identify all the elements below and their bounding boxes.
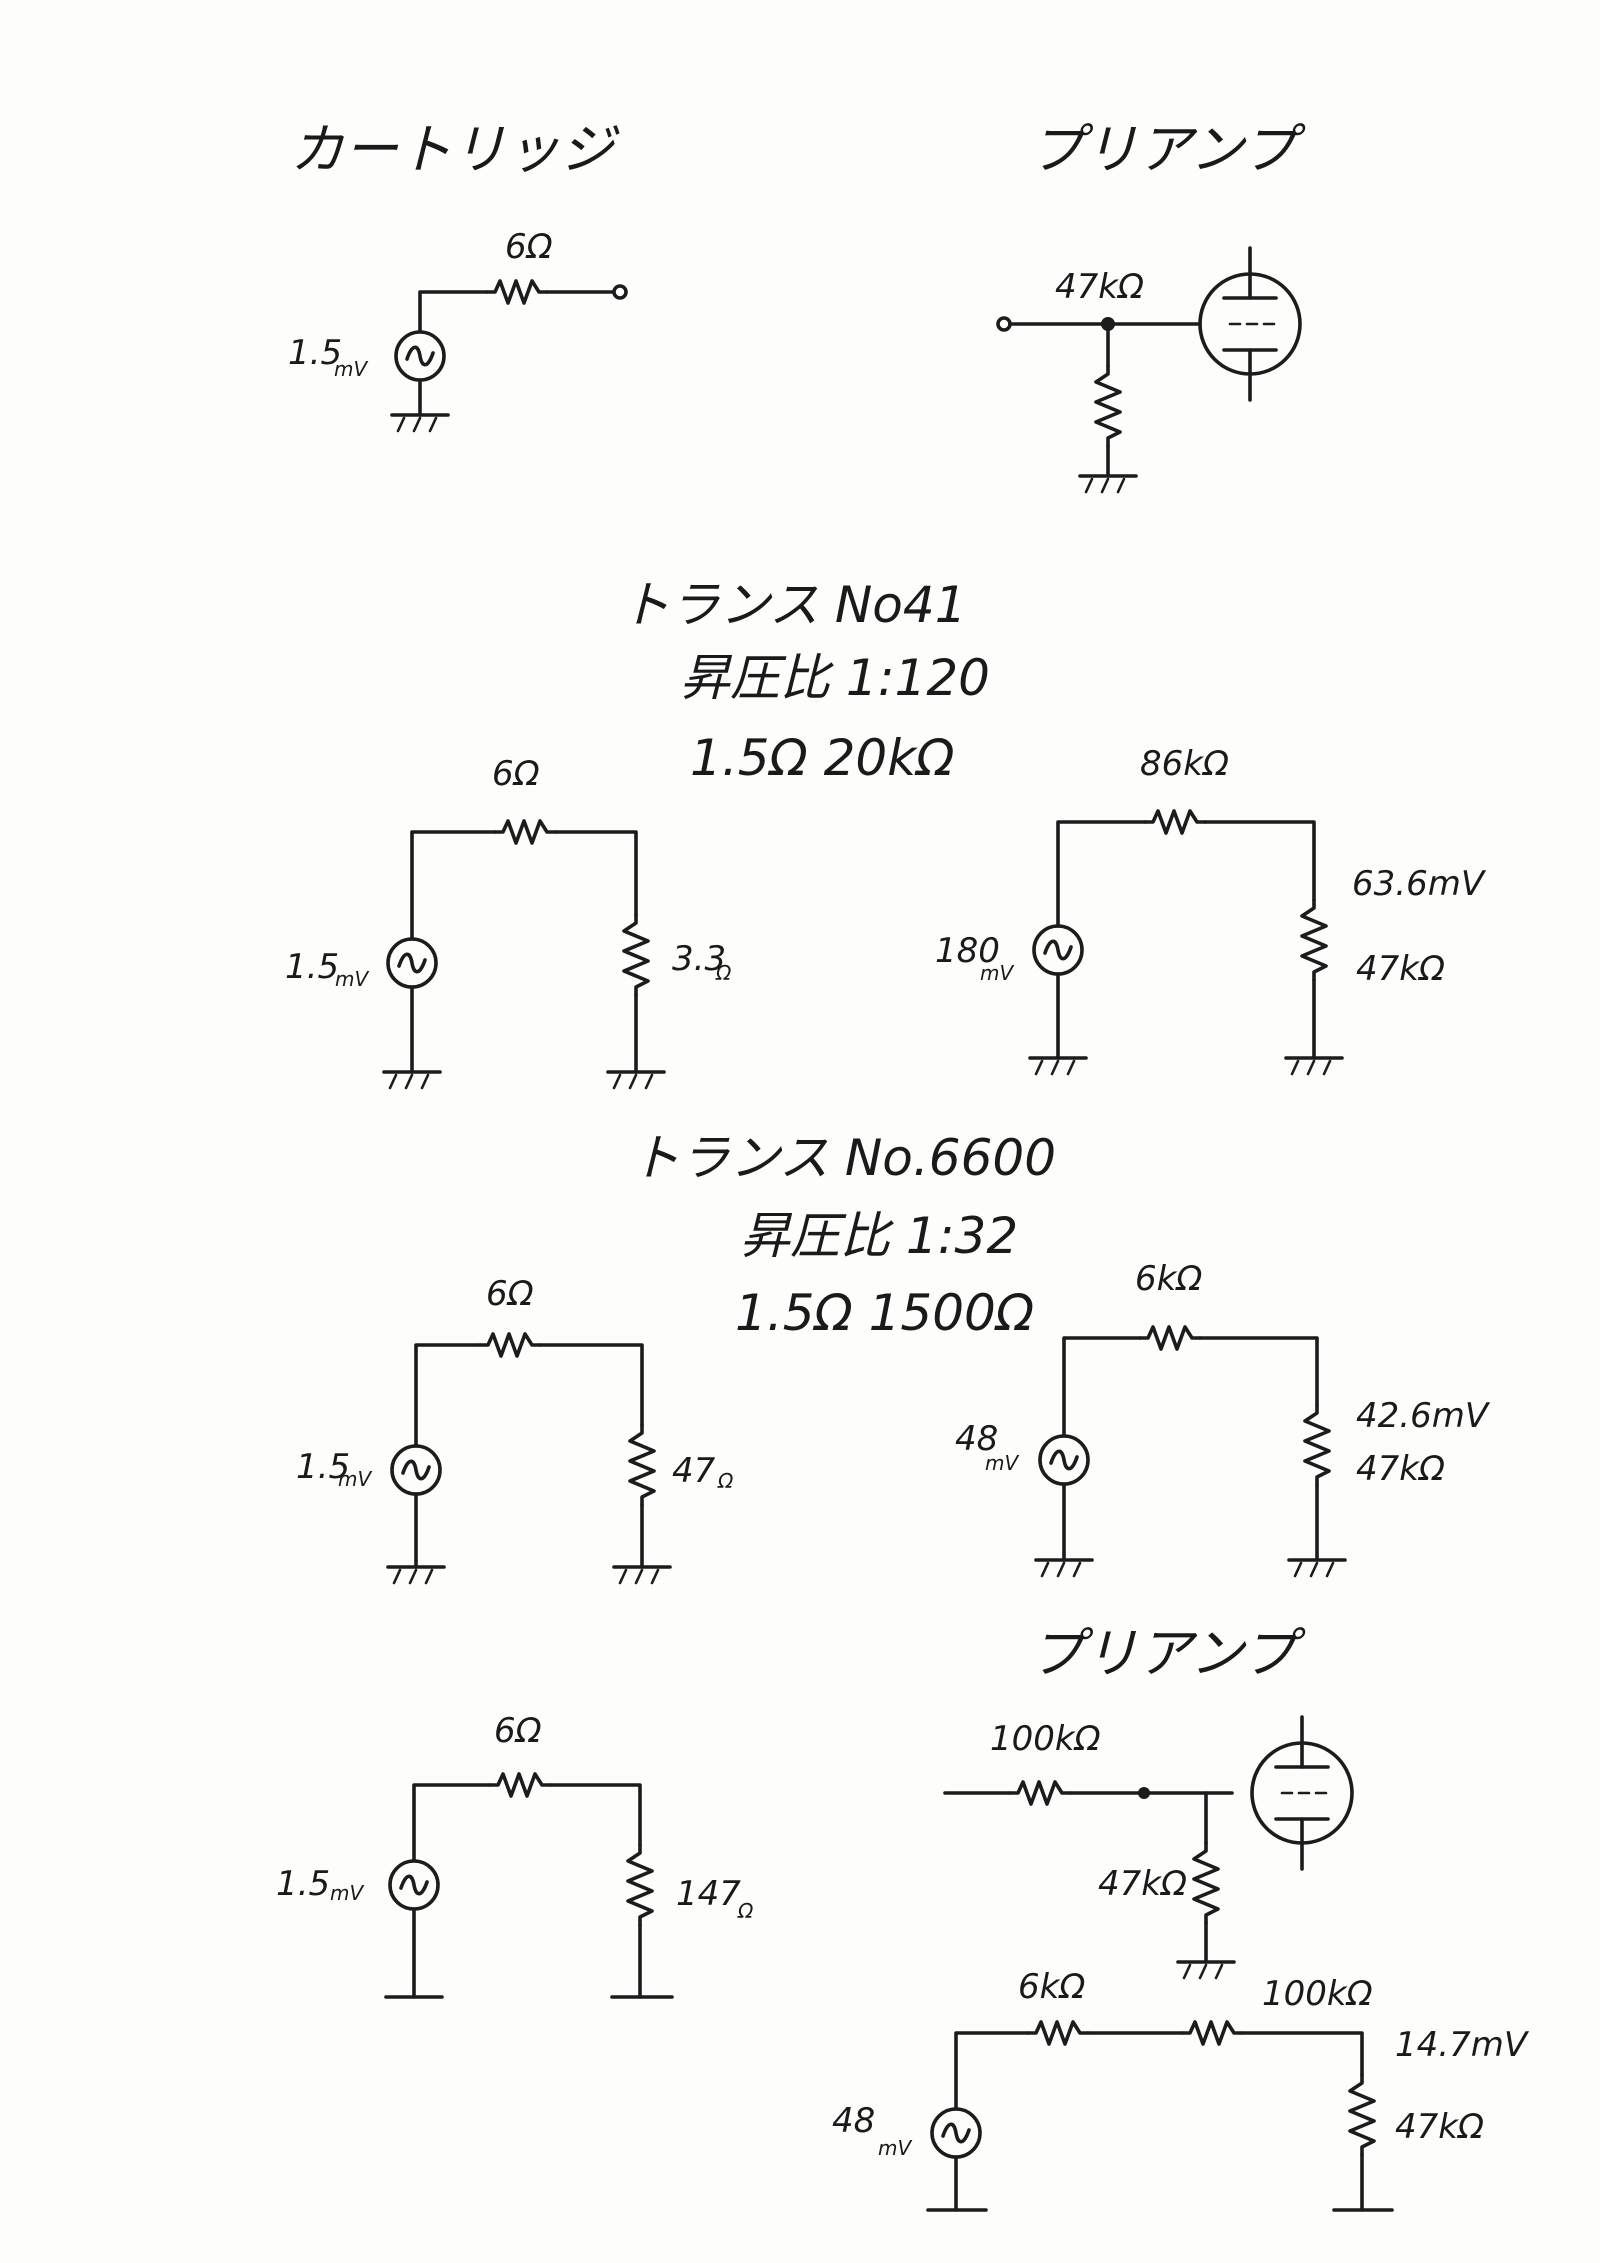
preamp-top-tube <box>1198 246 1302 402</box>
cartridge-ground <box>390 413 450 433</box>
trans6600-impedance: 1.5Ω 1500Ω <box>735 1284 1034 1342</box>
trans41-secondary-circuit: 86kΩ 180 mV 63.6mV 47kΩ <box>935 744 1487 1076</box>
trans6600-secondary-series-resistor <box>1138 1325 1202 1351</box>
direct-load-unit: Ω <box>737 1899 754 1923</box>
cartridge-ac-source <box>394 330 446 382</box>
trans41-primary-series-label: 6Ω <box>492 754 540 794</box>
trans6600-secondary-source-value: 48 <box>955 1419 998 1459</box>
trans41-primary-series-resistor <box>493 819 557 845</box>
trans41-secondary-output-voltage: 63.6mV <box>1352 864 1487 904</box>
equiv-ac-source <box>930 2107 982 2159</box>
direct-circuit: 6Ω 1.5 mV 147 Ω <box>276 1711 754 1999</box>
cartridge-output-terminal <box>612 284 628 300</box>
trans6600-primary-load-resistor <box>628 1423 656 1507</box>
trans6600-ratio: 昇圧比 1:32 <box>740 1207 1018 1265</box>
trans41-secondary-load-resistor <box>1300 898 1328 982</box>
preamp-bottom-shunt-resistor <box>1192 1841 1220 1925</box>
trans41-title: トランス No41 <box>620 576 967 634</box>
trans6600-primary-ac-source <box>390 1444 442 1496</box>
trans6600-secondary-source-ground <box>1034 1558 1094 1578</box>
trans41-heading: トランス No41 昇圧比 1:120 1.5Ω 20kΩ <box>620 576 990 787</box>
trans6600-secondary-load-ground <box>1287 1558 1347 1578</box>
direct-series-label: 6Ω <box>494 1711 542 1751</box>
trans41-secondary-load-ground <box>1284 1056 1344 1076</box>
trans41-primary-circuit: 6Ω 1.5 mV 3.3 Ω <box>285 754 732 1090</box>
preamp-equivalent-circuit: 6kΩ 100kΩ 48 mV 14.7mV 47kΩ <box>832 1967 1530 2212</box>
trans41-primary-source-value: 1.5 <box>285 947 339 987</box>
preamp-top-ground <box>1078 474 1138 494</box>
trans6600-heading: トランス No.6600 昇圧比 1:32 1.5Ω 1500Ω <box>630 1129 1056 1342</box>
trans41-primary-ac-source <box>386 937 438 989</box>
direct-load-resistor <box>626 1843 654 1927</box>
cartridge-section: カートリッジ 6Ω 1.5 mV <box>288 118 628 433</box>
preamp-bottom-input-resistor-label: 100kΩ <box>990 1719 1101 1759</box>
trans41-impedance: 1.5Ω 20kΩ <box>690 729 954 787</box>
trans6600-secondary-output-voltage: 42.6mV <box>1356 1396 1491 1436</box>
preamp-bottom-title: プリアンプ <box>1030 1622 1306 1685</box>
trans41-secondary-source-ground <box>1028 1056 1088 1076</box>
equiv-source-value: 48 <box>832 2101 875 2141</box>
trans6600-secondary-series-label: 6kΩ <box>1135 1259 1202 1299</box>
cartridge-title: カートリッジ <box>290 118 620 181</box>
trans41-secondary-source-value: 180 <box>935 931 1000 971</box>
trans6600-secondary-load-label: 47kΩ <box>1356 1449 1445 1489</box>
direct-source-unit: mV <box>330 1881 364 1905</box>
trans41-primary-load-value: 3.3 <box>672 939 726 979</box>
preamp-top-resistor-label: 47kΩ <box>1055 267 1144 307</box>
trans41-primary-load-unit: Ω <box>715 961 732 985</box>
trans6600-secondary-circuit: 6kΩ 48 mV 42.6mV 47kΩ <box>955 1259 1491 1578</box>
cartridge-source-value: 1.5 <box>288 333 342 373</box>
preamp-bottom-input-resistor <box>1008 1780 1072 1806</box>
trans6600-primary-series-resistor <box>478 1332 542 1358</box>
trans41-primary-load-ground <box>606 1070 666 1090</box>
trans41-secondary-series-resistor <box>1143 809 1207 835</box>
trans6600-primary-circuit: 6Ω 1.5 mV 47 Ω <box>296 1274 734 1585</box>
trans6600-primary-load-value: 47 <box>672 1451 716 1491</box>
trans6600-primary-load-ground <box>612 1565 672 1585</box>
trans41-primary-source-unit: mV <box>335 967 369 991</box>
cartridge-resistor-label: 6Ω <box>505 227 553 267</box>
trans41-secondary-source-unit: mV <box>980 961 1014 985</box>
cartridge-series-resistor <box>485 279 549 305</box>
preamp-bottom-shunt-label: 47kΩ <box>1098 1864 1187 1904</box>
direct-ac-source <box>388 1859 440 1911</box>
preamp-top-title: プリアンプ <box>1030 118 1306 181</box>
trans6600-primary-source-unit: mV <box>338 1467 372 1491</box>
trans6600-title: トランス No.6600 <box>630 1129 1056 1187</box>
preamp-bottom-junction <box>1138 1787 1150 1799</box>
cartridge-source-unit: mV <box>334 357 368 381</box>
preamp-bottom-ground <box>1176 1960 1236 1980</box>
preamp-top-grid-resistor <box>1094 364 1122 448</box>
equiv-output-voltage: 14.7mV <box>1395 2025 1530 2065</box>
equiv-load-label: 47kΩ <box>1395 2107 1484 2147</box>
trans6600-primary-source-value: 1.5 <box>296 1447 350 1487</box>
trans6600-secondary-source-unit: mV <box>985 1451 1019 1475</box>
preamp-top-section: プリアンプ 47kΩ <box>996 118 1306 494</box>
trans6600-primary-load-unit: Ω <box>717 1469 734 1493</box>
trans6600-primary-source-ground <box>386 1565 446 1585</box>
trans41-primary-source-ground <box>382 1070 442 1090</box>
equiv-load-resistor <box>1348 2073 1376 2157</box>
trans41-secondary-load-label: 47kΩ <box>1356 949 1445 989</box>
equiv-r1-resistor <box>1026 2020 1090 2046</box>
direct-series-resistor <box>488 1772 552 1798</box>
trans41-secondary-ac-source <box>1032 924 1084 976</box>
equiv-source-unit: mV <box>878 2136 912 2160</box>
trans41-primary-load-resistor <box>622 913 650 997</box>
equiv-r2-resistor <box>1180 2020 1244 2046</box>
trans41-ratio: 昇圧比 1:120 <box>680 649 990 707</box>
trans6600-secondary-load-resistor <box>1303 1403 1331 1487</box>
equiv-r2-label: 100kΩ <box>1262 1974 1373 2014</box>
direct-load-value: 147 <box>676 1874 741 1914</box>
direct-source-value: 1.5 <box>276 1864 330 1904</box>
equiv-r1-label: 6kΩ <box>1018 1967 1085 2007</box>
trans6600-primary-series-label: 6Ω <box>486 1274 534 1314</box>
preamp-bottom-section: プリアンプ 100kΩ 47kΩ <box>943 1622 1354 1980</box>
trans6600-secondary-ac-source <box>1038 1434 1090 1486</box>
preamp-bottom-tube <box>1250 1715 1354 1871</box>
trans41-secondary-series-label: 86kΩ <box>1140 744 1229 784</box>
